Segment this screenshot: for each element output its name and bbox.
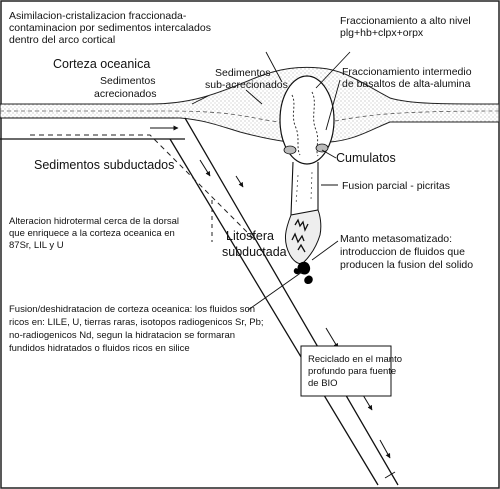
label-asimilacion-2: contaminacion por sedimentos intercalado… [9, 22, 211, 34]
label-fracc-alto-2: plg+hb+clpx+orpx [340, 27, 424, 39]
reciclado-box [300, 345, 392, 397]
label-corteza-oceanica: Corteza oceanica [53, 57, 150, 71]
label-reciclado-1: Reciclado en el manto [308, 354, 402, 365]
label-fracc-int-1: Fraccionamiento intermedio [342, 66, 472, 78]
dashed-path-left [30, 134, 256, 241]
label-fusion-deshid-2: ricos en: LILE, U, tierras raras, isotop… [9, 317, 264, 328]
label-litosfera-2: subductada [222, 245, 287, 259]
label-alteracion-2: que enriquece a la corteza oceanica en [9, 228, 175, 239]
leader-manto [311, 240, 339, 261]
label-reciclado-2: profundo para fuente [308, 366, 396, 377]
label-fusion-deshid-1: Fusion/deshidratacion de corteza oceanic… [9, 304, 255, 315]
label-fusion-deshid-3: no-radiogenicos Nd, segun la hidratacion… [9, 330, 235, 341]
label-reciclado-3: de BIO [308, 378, 338, 389]
leader-cumulatos [321, 149, 337, 159]
slab-top-line [184, 117, 399, 486]
arc-crust-layer [0, 66, 500, 144]
label-fracc-alto-1: Fraccionamiento a alto nivel [340, 15, 471, 27]
leader-subacrec [245, 89, 263, 105]
leader-asimilacion [265, 51, 283, 83]
label-manto-2: introduccion de fluidos que [340, 246, 465, 258]
label-asimilacion-1: Asimilacion-cristalizacion fraccionada- [9, 10, 187, 22]
label-alteracion-3: 87Sr, LIL y U [9, 240, 64, 251]
label-alteracion-1: Alteracion hidrotermal cerca de la dorsa… [9, 216, 179, 227]
label-sed-acrec-2: acrecionados [94, 88, 156, 100]
slab-bottom-line [169, 138, 379, 486]
label-sed-acrec-1: Sedimentos [100, 75, 155, 87]
leader-fracc-alto [315, 51, 351, 89]
label-sed-subacrec-2: sub-acrecionados [205, 79, 288, 91]
label-fusion-deshid-4: fundidos hidratados o fluidos ricos en s… [9, 343, 190, 354]
feeder-conduit [290, 161, 319, 216]
leader-fusion-deshid [247, 271, 303, 311]
cumulate-blob-2 [315, 143, 329, 153]
magma-chamber [279, 75, 335, 165]
leader-fracc-int [325, 79, 341, 131]
label-manto-3: producen la fusion del solido [340, 259, 473, 271]
label-cumulatos: Cumulatos [336, 151, 396, 165]
label-asimilacion-3: dentro del arco cortical [9, 34, 115, 46]
melt-blob-1 [297, 261, 311, 275]
crust-dashed-line [0, 110, 500, 125]
label-litosfera-1: Litosfera [226, 229, 274, 243]
cumulate-blob-1 [283, 145, 297, 155]
label-fusion-parcial: Fusion parcial - picritas [342, 180, 450, 192]
melt-zone [284, 209, 322, 265]
melt-blob-3 [293, 268, 301, 275]
label-sed-subacrec-1: Sedimentos [215, 67, 270, 79]
label-sed-subductados: Sedimentos subductados [34, 158, 174, 172]
label-fracc-int-2: de basaltos de alta-alumina [342, 78, 471, 90]
leader-sed-acrec [191, 95, 209, 105]
melt-blob-2 [304, 275, 313, 284]
label-manto-1: Manto metasomatizado: [340, 233, 452, 245]
